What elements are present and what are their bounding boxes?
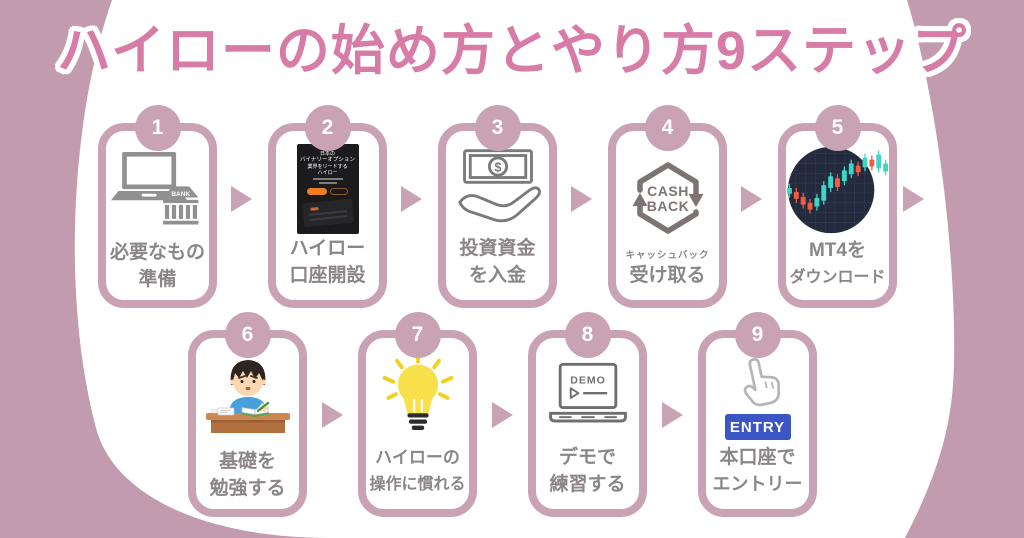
icon-area: CASH BACK: [616, 131, 719, 250]
svg-text:BACK: BACK: [646, 198, 688, 214]
phone-mockup: [301, 197, 354, 228]
icon-area: DEMO: [536, 338, 639, 444]
svg-text:CASH: CASH: [647, 183, 689, 199]
demo-laptop-icon: DEMO: [548, 362, 627, 423]
orange-button: [307, 187, 327, 195]
step-number-badge: 3: [474, 105, 521, 151]
step-label: 基礎を 勉強する: [209, 451, 286, 499]
step-label: デモで 練習する: [549, 447, 626, 495]
step-number-badge: 9: [734, 312, 781, 358]
step-card-7: ハイローの 操作に慣れる 7: [358, 312, 477, 517]
arrow-right-icon: [571, 186, 592, 212]
entry-button: ENTRY: [724, 414, 791, 440]
laptop-bank-icon: BANK: [111, 151, 199, 225]
step-card-3: 3 $ 投資資金 を入金: [438, 105, 557, 308]
svg-text:BANK: BANK: [171, 191, 190, 198]
step-card-9: 9 ENTRY 本口座で エントリー: [698, 312, 817, 517]
icon-area: [196, 338, 299, 448]
money-hand-icon: $: [457, 149, 541, 223]
studying-boy-icon: [205, 360, 290, 433]
site-buttons: [297, 187, 359, 195]
arrow-right-icon: [322, 402, 343, 428]
highlow-site-thumbnail: 日本の バイナリーオプション 業界をリードする ハイロー: [296, 144, 359, 234]
step-label: ハイロー 口座開設: [289, 238, 366, 286]
arrow-right-icon: [492, 402, 513, 428]
text-bar: [312, 177, 343, 180]
step-number-badge: 4: [644, 105, 691, 151]
step-card-8: 8 DEMO デモで 練習する: [528, 312, 647, 517]
arrow-right-icon: [741, 186, 762, 212]
step-card-4: 4 CASH BACK キャッシュバック 受け取る: [608, 105, 727, 308]
text-bar: [318, 181, 337, 184]
svg-text:DEMO: DEMO: [570, 375, 605, 387]
arrow-right-icon: [401, 186, 422, 212]
lightbulb-icon: [382, 353, 453, 430]
step-number-badge: 8: [564, 312, 611, 358]
svg-text:$: $: [494, 160, 501, 174]
step-label: 投資資金 を入金: [459, 238, 536, 286]
icon-area: BANK: [106, 131, 209, 239]
icon-area: 日本の バイナリーオプション 業界をリードする ハイロー: [276, 131, 379, 235]
step-label: 本口座で エントリー: [712, 447, 803, 494]
step-card-6: 6 基礎を 勉強する: [188, 312, 307, 517]
step-number-badge: 1: [134, 105, 181, 151]
step-label: MT4を ダウンロード: [789, 240, 886, 286]
step-label: キャッシュバック 受け取る: [625, 250, 710, 286]
mt4-chart-icon: [786, 146, 888, 234]
icon-area: [786, 131, 889, 237]
icon-area: [366, 338, 469, 444]
step-label: 必要なもの 準備: [109, 242, 205, 290]
step-label: ハイローの 操作に慣れる: [369, 448, 466, 493]
step-card-5: 5: [778, 105, 897, 308]
arrow-right-icon: [903, 186, 924, 212]
click-hand-icon: [743, 357, 780, 407]
step-card-2: 2 日本の バイナリーオプション 業界をリードする ハイロー ハイロー 口座開設: [268, 105, 387, 308]
step-sublabel: キャッシュバック: [625, 250, 710, 261]
step-number-badge: 6: [224, 312, 271, 358]
step-number-badge: 2: [304, 105, 351, 151]
outline-button: [330, 187, 348, 195]
icon-area: ENTRY: [706, 338, 809, 444]
page-title: ハイローの始め方とやり方9ステップ: [57, 21, 967, 81]
step-card-1: 1 BANK 必要なもの 準備: [98, 105, 217, 308]
arrow-right-icon: [662, 402, 683, 428]
step-number-badge: 5: [814, 105, 861, 151]
arrow-right-icon: [231, 186, 252, 212]
step-number-badge: 7: [394, 312, 441, 358]
cashback-icon: CASH BACK: [632, 161, 703, 234]
